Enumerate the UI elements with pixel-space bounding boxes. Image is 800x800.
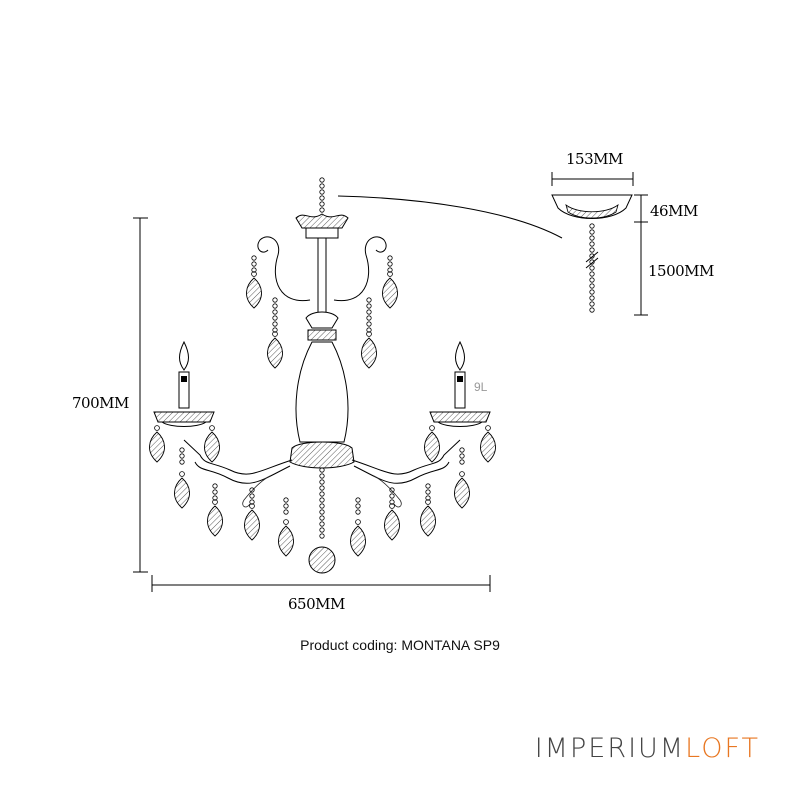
canopy-height-label: 46MM <box>650 202 698 220</box>
canopy-diameter-label: 153MM <box>566 150 623 168</box>
chain-length-label: 1500MM <box>648 262 714 280</box>
lamp-count-label: 9L <box>474 380 488 394</box>
canopy-detail: 153MM 46MM 1500MM <box>551 150 715 316</box>
brand-logo-part1: IMPERIUM <box>534 733 686 764</box>
height-dimension: 700MM <box>72 217 148 573</box>
width-label: 650MM <box>288 595 345 613</box>
product-caption: Product coding: MONTANA SP9 <box>300 637 500 653</box>
detail-connector <box>337 195 563 239</box>
brand-logo-part2: LOFT <box>685 733 760 764</box>
height-label: 700MM <box>72 394 129 412</box>
brand-logo: IMPERIUMLOFT <box>535 733 760 764</box>
chandelier-body <box>149 177 496 574</box>
width-dimension: 650MM <box>151 575 491 613</box>
